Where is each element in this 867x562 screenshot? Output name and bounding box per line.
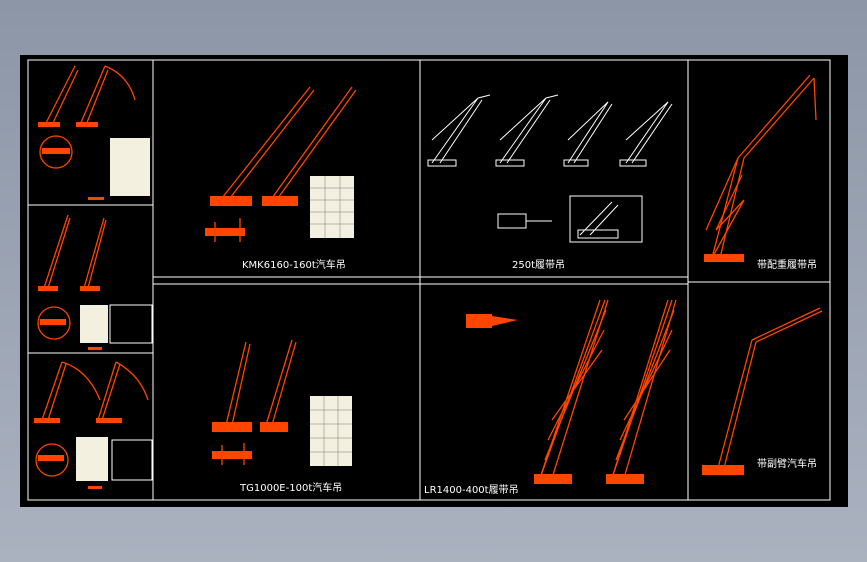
label-250t: 250t履带吊 (512, 259, 565, 271)
kmk6160-drawing (205, 86, 357, 242)
left-thumb-1 (38, 65, 150, 200)
frame-lines (27, 59, 831, 501)
left-thumb-3 (34, 361, 153, 489)
label-lr1400: LR1400-400t履带吊 (424, 484, 519, 496)
drawing-sheet (20, 55, 848, 507)
jib-truck-drawing (702, 307, 823, 475)
250t-drawing (427, 94, 673, 243)
left-thumb-2 (37, 214, 153, 350)
label-jib-truck: 带副臂汽车吊 (757, 457, 817, 470)
label-tg1000e: TG1000E-100t汽车吊 (239, 481, 342, 494)
lr1400-drawing (466, 299, 677, 484)
tg1000e-drawing (212, 339, 352, 466)
label-luffing-crawler: 带配重履带吊 (757, 258, 817, 271)
luffing-crawler-drawing (704, 74, 817, 262)
label-kmk6160: KMK6160-160t汽车吊 (242, 258, 346, 271)
